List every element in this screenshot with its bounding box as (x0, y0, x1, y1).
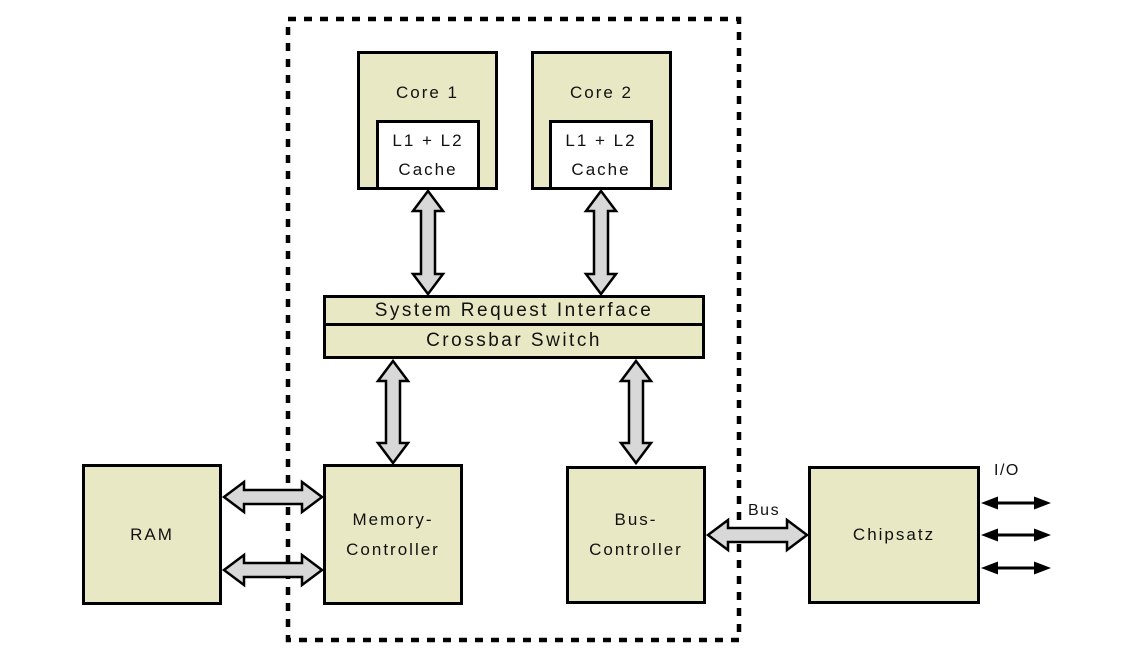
cache2-line2: Cache (571, 160, 631, 179)
cache1-box: L1 + L2 Cache (376, 120, 480, 190)
io-arrow-2 (981, 528, 1051, 542)
dashed-boundary-rect (285, 16, 742, 643)
crossbar-switch-box: Crossbar Switch (323, 326, 705, 359)
cache2-box: L1 + L2 Cache (549, 120, 653, 190)
cache1-line2: Cache (398, 160, 458, 179)
bus-controller-line2: Controller (589, 540, 683, 559)
memory-controller-line2: Controller (346, 539, 440, 559)
arrow-cache2-sri (583, 188, 619, 297)
system-request-interface-label: System Request Interface (374, 299, 654, 321)
cache2-line1: L1 + L2 (565, 131, 637, 150)
arrow-ram-memory-controller-lower (221, 552, 325, 588)
arrow-bus-controller-chipsatz (705, 517, 810, 553)
arrow-crossbar-memory-controller (375, 358, 411, 466)
io-arrow-1 (981, 496, 1051, 510)
bus-controller-line1: Bus- (614, 510, 658, 529)
arrow-cache1-sri (410, 188, 446, 297)
arrow-crossbar-bus-controller (618, 358, 654, 466)
system-request-interface-box: System Request Interface (323, 295, 705, 326)
chipsatz-box: Chipsatz (808, 466, 980, 604)
bus-label: Bus (748, 502, 781, 519)
core2-label: Core 2 (569, 83, 634, 102)
ram-label: RAM (130, 524, 174, 544)
io-arrow-3 (981, 561, 1051, 575)
cache1-line1: L1 + L2 (392, 131, 464, 150)
memory-controller-line1: Memory- (352, 509, 434, 529)
ram-box: RAM (82, 464, 222, 605)
bus-controller-box: Bus- Controller (566, 466, 706, 604)
arrow-ram-memory-controller-upper (221, 479, 325, 515)
core1-label: Core 1 (395, 83, 460, 102)
memory-controller-box: Memory- Controller (323, 464, 463, 605)
io-label: I/O (994, 462, 1020, 479)
crossbar-switch-label: Crossbar Switch (426, 330, 602, 351)
chipsatz-label: Chipsatz (852, 525, 936, 544)
